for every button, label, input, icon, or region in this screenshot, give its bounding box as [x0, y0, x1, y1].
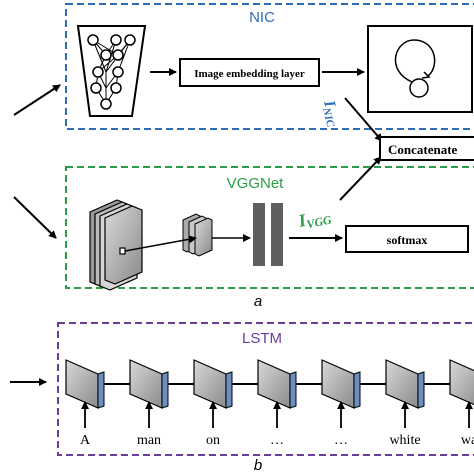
lstm-cell — [65, 359, 105, 409]
cnn-network-icon — [76, 25, 147, 117]
conv-feature-maps-large-icon — [89, 199, 143, 291]
lstm-cell — [385, 359, 425, 409]
word-token: on — [206, 433, 220, 448]
fc-layer-bar-1 — [253, 203, 265, 266]
word-token: A — [80, 433, 91, 448]
nic-input-arrow — [13, 84, 61, 116]
embedding-layer-label: Image embedding layer — [194, 68, 305, 80]
word-token: white — [389, 433, 420, 448]
conv-to-small-arrow — [124, 235, 197, 252]
word-token: man — [137, 433, 161, 448]
word-token: … — [270, 433, 284, 448]
caption-a: a — [254, 293, 262, 310]
i-vgg-label: IVGG — [296, 205, 334, 234]
lstm-cell — [321, 359, 361, 409]
caption-b: b — [254, 457, 262, 474]
vgg-title: VGGNet — [227, 175, 285, 192]
vgg-to-concat-arrow — [339, 156, 382, 201]
svg-text:IVGG: IVGG — [296, 205, 334, 234]
recurrent-loop-icon — [394, 39, 436, 98]
concatenate-label: Concatenate — [388, 142, 458, 157]
lstm-box — [57, 322, 474, 456]
softmax-box — [345, 225, 469, 253]
conv-feature-maps-small-icon — [182, 213, 213, 257]
svg-text:INIC: INIC — [318, 98, 343, 129]
fc-layer-bar-2 — [271, 203, 283, 266]
i-vgg-sub: VGG — [305, 212, 333, 231]
vgg-box — [65, 166, 474, 289]
softmax-label: softmax — [387, 233, 428, 247]
lstm-cell — [257, 359, 297, 409]
i-nic-sub: NIC — [320, 106, 337, 130]
concatenate-box — [379, 136, 474, 161]
i-nic-label: INIC — [318, 98, 343, 129]
nic-box — [65, 3, 474, 130]
embedding-layer-box — [179, 58, 320, 87]
nic-output-box — [367, 25, 473, 113]
vgg-input-arrow — [13, 196, 57, 239]
nic-to-concat-arrow — [344, 97, 383, 142]
word-token: … — [334, 433, 348, 448]
lstm-cell — [449, 359, 474, 406]
nic-title: NIC — [249, 9, 275, 26]
lstm-title: LSTM — [242, 330, 282, 347]
word-token: wa — [461, 433, 474, 448]
lstm-cell — [129, 359, 169, 409]
lstm-cell — [193, 359, 233, 409]
